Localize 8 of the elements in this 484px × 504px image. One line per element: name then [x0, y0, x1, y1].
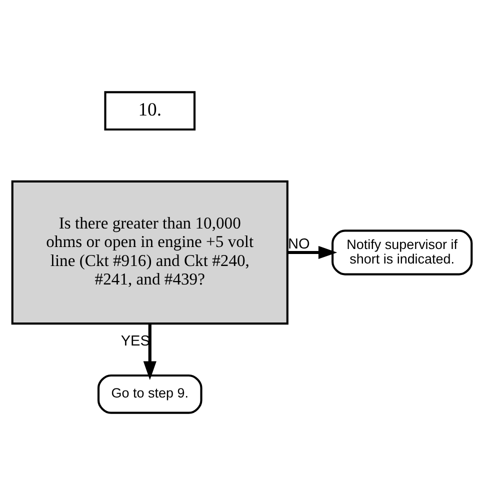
node-box: Go to step 9. — [97, 374, 202, 414]
node-box: 10. — [104, 90, 196, 130]
arrow — [143, 323, 156, 380]
edge-label: NO — [288, 236, 310, 252]
node-box: Notify supervisor if short is indicated. — [332, 229, 473, 275]
edge-label: YES — [120, 333, 150, 350]
node-box: Is there greater than 10,000 ohms or open in engine +5 volt line (Ckt #916) and Ckt #240, #241, and #439? — [11, 180, 288, 324]
arrow — [288, 245, 338, 259]
